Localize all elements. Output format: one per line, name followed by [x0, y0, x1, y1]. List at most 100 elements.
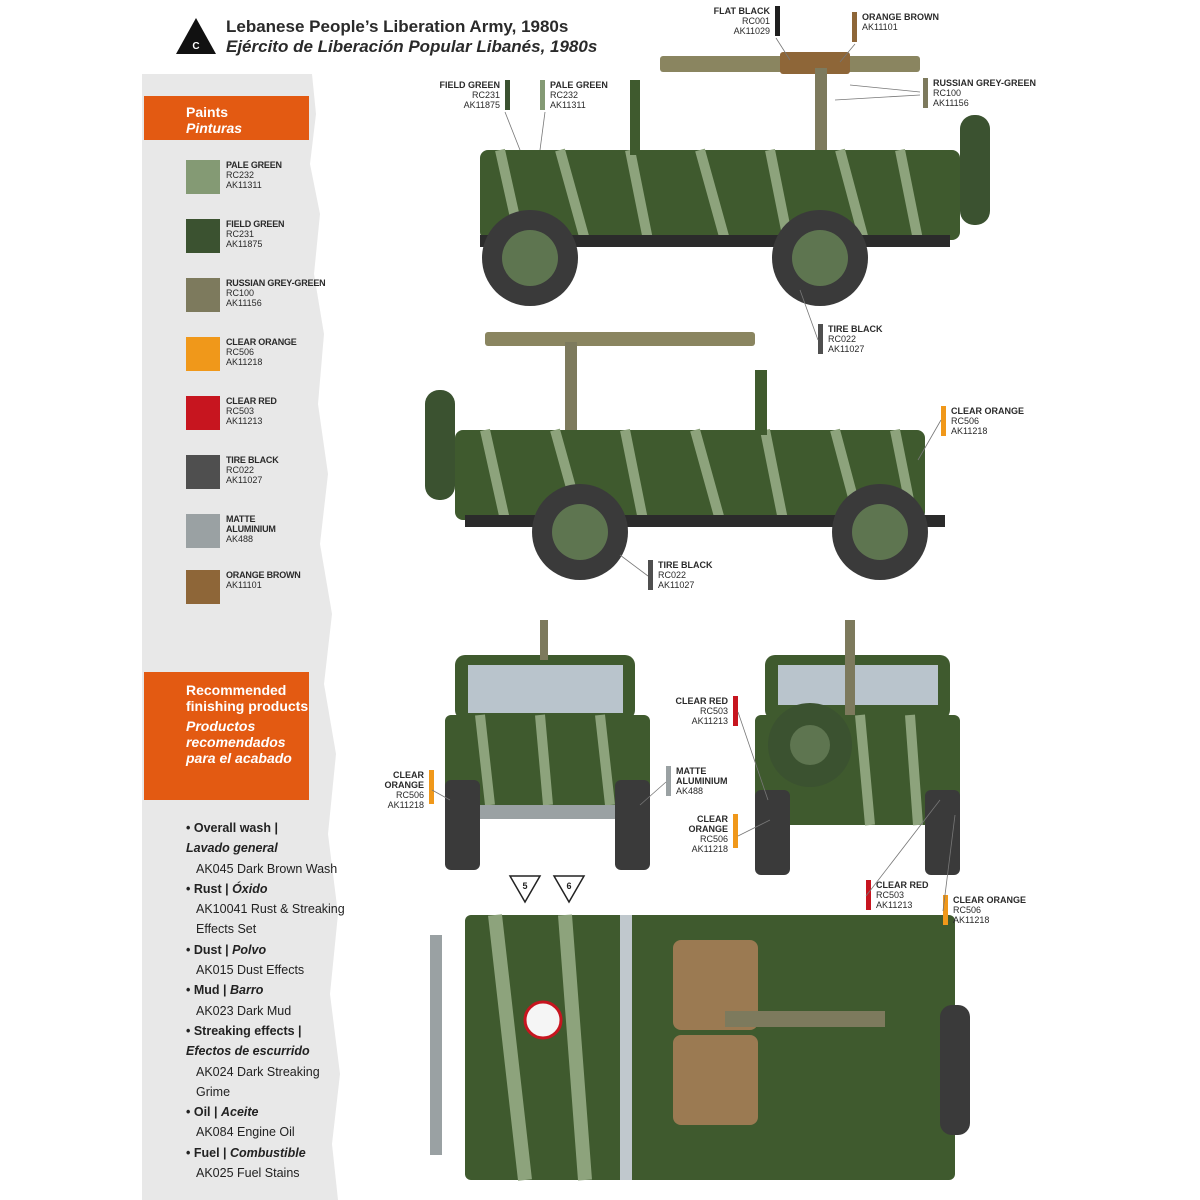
callout-text: MATTE ALUMINIUM AK488 — [676, 766, 728, 796]
callout-code: AK11213 — [691, 716, 728, 726]
callout-name: PALE GREEN — [550, 80, 608, 90]
callout-code: RC100 — [933, 88, 962, 98]
finishing-category-es: Aceite — [220, 1105, 259, 1120]
callout-name: TIRE BLACK — [658, 560, 713, 570]
profile-letter-badge: C — [176, 18, 216, 54]
finishing-category-es: Polvo — [232, 942, 267, 957]
finishing-category: • Fuel | Combustible — [186, 1145, 306, 1160]
finishing-product: AK10041 Rust & Streaking Effects Set — [196, 902, 345, 937]
callout-clear-red-top: CLEAR RED RC503 AK11213 — [866, 880, 946, 912]
paint-code: RC231 — [226, 229, 255, 239]
callout-clear-orange-front: CLEAR ORANGE RC506 AK11218 — [370, 770, 434, 814]
finishing-category: • Dust | Polvo — [186, 942, 267, 957]
vehicle-side-view-right — [425, 332, 945, 580]
callout-code: AK11311 — [550, 100, 586, 110]
vehicle-front-view — [445, 620, 650, 870]
paint-color-chip — [186, 160, 220, 194]
callout-color-bar — [733, 696, 738, 726]
callout-flat-black: FLAT BLACK RC001 AK11029 — [700, 6, 780, 38]
paint-code: RC503 — [226, 406, 255, 416]
paint-name: RUSSIAN GREY-GREEN — [226, 278, 326, 288]
callout-code: AK11029 — [733, 26, 770, 36]
paints-heading-en: Paints — [186, 104, 229, 120]
decal-number-6: 6 — [566, 881, 571, 891]
paint-color-chip — [186, 455, 220, 489]
finishing-heading: Recommended finishing products Productos… — [144, 672, 309, 800]
callout-name: ORANGE — [688, 824, 728, 834]
decal-marker-5: 5 — [508, 875, 542, 904]
finishing-product: AK025 Fuel Stains — [196, 1166, 300, 1181]
paint-code: RC022 — [226, 465, 255, 475]
paints-heading: Paints Pinturas — [144, 96, 309, 140]
callout-code: AK11213 — [876, 900, 913, 910]
title-english: Lebanese People’s Liberation Army, 1980s — [226, 17, 569, 36]
callout-text: TIRE BLACK RC022 AK11027 — [658, 560, 713, 590]
paint-code: AK488 — [226, 534, 254, 544]
callout-code: RC231 — [471, 90, 500, 100]
callout-color-bar — [943, 895, 948, 925]
vehicle-top-view — [430, 914, 970, 1181]
finishing-category: • Oil | Aceite — [186, 1105, 259, 1120]
callout-text: PALE GREEN RC232 AK11311 — [550, 80, 608, 110]
callout-clear-orange-side: CLEAR ORANGE RC506 AK11218 — [941, 406, 1031, 438]
callout-name: ALUMINIUM — [676, 776, 728, 786]
callout-code: AK11101 — [862, 22, 898, 32]
callout-code: AK11218 — [691, 844, 728, 854]
paint-name: CLEAR ORANGE — [226, 337, 297, 347]
paint-color-chip — [186, 396, 220, 430]
finishing-product: AK015 Dust Effects — [196, 963, 305, 978]
callout-name: TIRE BLACK — [828, 324, 883, 334]
callout-text: CLEAR ORANGE RC506 AK11218 — [384, 770, 424, 810]
finishing-category-es: Efectos de escurrido — [186, 1044, 310, 1059]
callout-name: ORANGE BROWN — [862, 12, 939, 22]
paint-code: AK11213 — [226, 416, 263, 426]
callout-name: CLEAR — [697, 814, 728, 824]
callout-color-bar — [852, 12, 857, 42]
finishing-category-es: Lavado general — [186, 841, 278, 856]
callout-name: CLEAR RED — [876, 880, 929, 890]
callout-code: AK11875 — [463, 100, 500, 110]
callout-color-bar — [540, 80, 545, 110]
callout-color-bar — [733, 814, 738, 848]
badge-letter: C — [192, 41, 199, 52]
callout-clear-red-rear: CLEAR RED RC503 AK11213 — [660, 696, 738, 728]
paint-color-chip — [186, 514, 220, 548]
finishing-category-es: Barro — [229, 983, 264, 998]
callout-color-bar — [505, 80, 510, 110]
callout-code: RC506 — [951, 416, 980, 426]
callout-text: CLEAR RED RC503 AK11213 — [675, 696, 728, 726]
finishing-product: AK024 Dark Streaking Grime — [196, 1064, 320, 1099]
paint-code: AK11101 — [226, 580, 262, 590]
callout-code: AK11218 — [953, 915, 990, 925]
callout-code: RC022 — [828, 334, 857, 344]
paint-code: AK11027 — [226, 475, 263, 485]
callout-color-bar — [818, 324, 823, 354]
callout-color-bar — [666, 766, 671, 796]
finishing-product: AK023 Dark Mud — [196, 1003, 292, 1018]
callout-name: CLEAR RED — [675, 696, 728, 706]
callout-color-bar — [941, 406, 946, 436]
finishing-category: • Overall wash | — [186, 821, 278, 835]
page-title: Lebanese People’s Liberation Army, 1980s… — [226, 17, 597, 57]
paint-color-chip — [186, 570, 220, 604]
paint-code: RC506 — [226, 347, 255, 357]
callout-text: CLEAR ORANGE RC506 AK11218 — [688, 814, 728, 854]
paint-name: TIRE BLACK — [226, 455, 279, 465]
callout-tire-black-upper: TIRE BLACK RC022 AK11027 — [818, 324, 898, 356]
callout-name: CLEAR ORANGE — [951, 406, 1025, 416]
callout-name: FIELD GREEN — [439, 80, 500, 90]
callout-matte-aluminium: MATTE ALUMINIUM AK488 — [666, 766, 746, 800]
callout-code: AK488 — [676, 786, 704, 796]
